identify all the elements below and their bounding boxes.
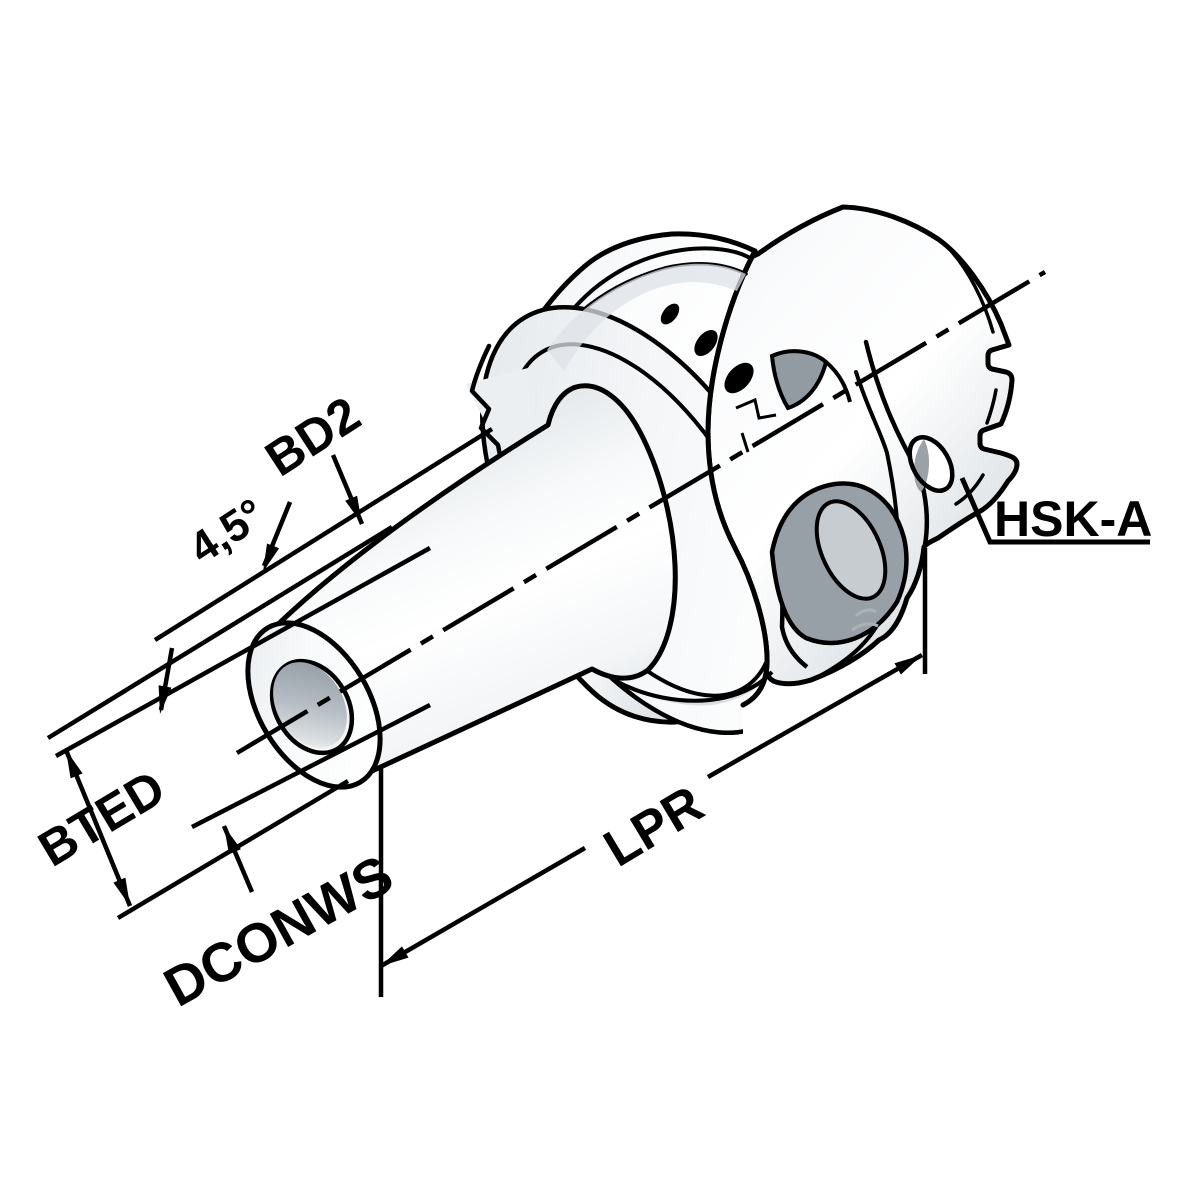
svg-text:HSK-A: HSK-A xyxy=(994,491,1152,547)
